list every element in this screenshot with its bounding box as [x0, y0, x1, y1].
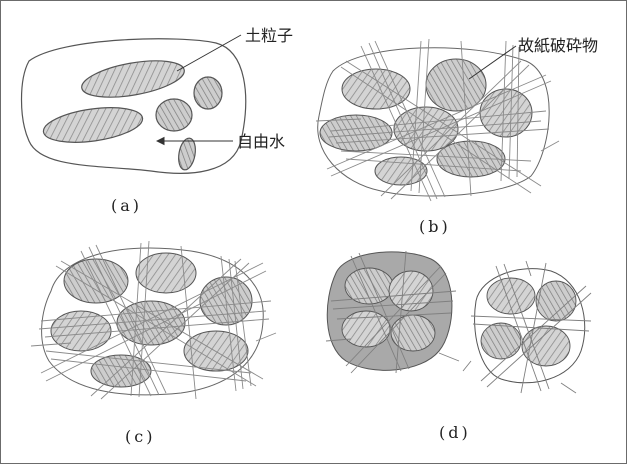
soil-particle: [41, 102, 144, 148]
soil-particle: [194, 77, 222, 109]
caption-a: (a): [111, 196, 142, 215]
aggregate-right: [463, 261, 591, 393]
aggregate-left: [326, 251, 459, 373]
panel-c: (c): [31, 241, 276, 446]
soil-particle: [79, 54, 187, 104]
soil-particle: [176, 137, 197, 171]
caption-c: (c): [125, 427, 155, 446]
caption-d: (d): [439, 423, 471, 442]
label-free-water: 自由水: [237, 132, 285, 151]
panel-a: 土粒子 自由水 (a): [22, 26, 294, 215]
panel-d: (d): [326, 251, 591, 442]
soil-particle: [156, 99, 192, 131]
leader-paper-debris: [469, 46, 516, 79]
panel-b: 故紙破砕物 (b): [316, 36, 598, 236]
water-film: [327, 252, 452, 370]
label-soil-particle: 土粒子: [245, 26, 293, 45]
caption-b: (b): [419, 217, 451, 236]
label-paper-debris: 故紙破砕物: [518, 36, 598, 55]
